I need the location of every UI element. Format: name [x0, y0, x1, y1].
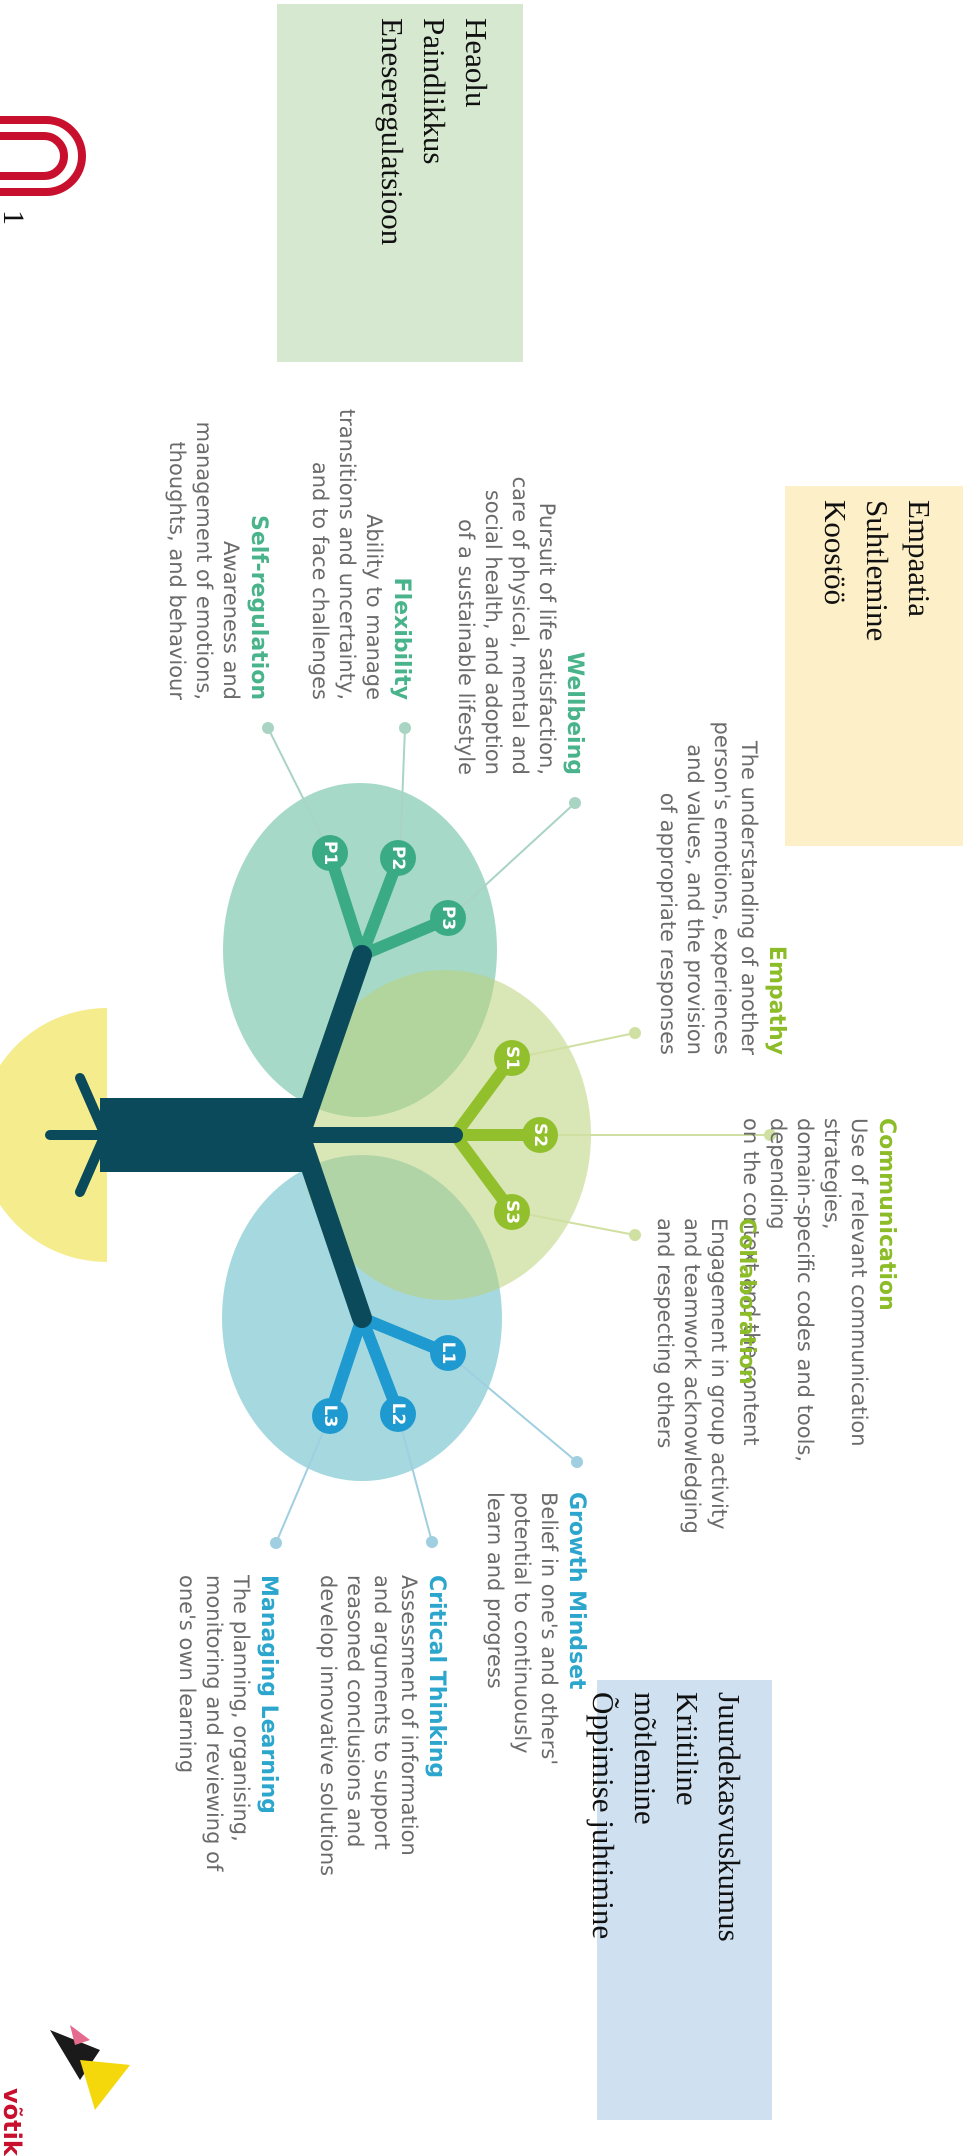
node-l3: L3	[320, 1405, 340, 1428]
social-box	[785, 486, 963, 846]
self-regulation-desc: Awareness and management of emotions, th…	[165, 421, 243, 700]
flexibility-desc: Ability to manage transitions and uncert…	[308, 408, 386, 700]
node-l1: L1	[438, 1342, 458, 1365]
collaboration-desc: Engagement in group activity and teamwor…	[653, 1218, 731, 1534]
connector-dots	[262, 722, 776, 1549]
label-empathy: Empathy The understanding of another per…	[654, 700, 790, 1055]
node-l2: L2	[388, 1403, 408, 1426]
communication-title: Communication	[874, 1118, 899, 1311]
wellbeing-title: Wellbeing	[562, 651, 587, 775]
learning-box	[597, 1680, 772, 2120]
node-p1: P1	[320, 841, 340, 865]
label-managing-learning: Managing Learning The planning, organisi…	[173, 1575, 282, 1910]
wellbeing-desc: Pursuit of life satisfaction, care of ph…	[454, 476, 559, 775]
collaboration-title: Collaboration	[734, 1218, 759, 1385]
managing-learning-title: Managing Learning	[256, 1575, 281, 1814]
bird-logo	[50, 2025, 130, 2110]
node-s3: S3	[502, 1200, 522, 1224]
node-s1: S1	[502, 1046, 522, 1070]
node-p3: P3	[438, 906, 458, 930]
label-collaboration: Collaboration Engagement in group activi…	[651, 1218, 760, 1538]
empathy-desc: The understanding of another person's em…	[656, 721, 761, 1055]
red-horseshoe-logo	[0, 116, 86, 196]
label-communication: Communication Use of relevant communicat…	[737, 1118, 900, 1548]
label-wellbeing: Wellbeing Pursuit of life satisfaction, …	[452, 465, 588, 775]
critical-thinking-title: Critical Thinking	[424, 1575, 449, 1779]
growth-mindset-desc: Belief in one's and others' potential to…	[483, 1492, 561, 1766]
label-flexibility: Flexibility Ability to manage transition…	[306, 395, 415, 700]
node-p2: P2	[388, 846, 408, 870]
label-growth-mindset: Growth Mindset Belief in one's and other…	[481, 1492, 590, 1782]
flexibility-title: Flexibility	[389, 577, 414, 700]
node-circles	[312, 835, 558, 1434]
node-s2: S2	[530, 1123, 550, 1147]
self-regulation-title: Self-regulation	[246, 514, 271, 700]
personal-box	[277, 4, 523, 362]
empathy-title: Empathy	[764, 945, 789, 1055]
growth-mindset-title: Growth Mindset	[564, 1492, 589, 1690]
managing-learning-desc: The planning, organising, monitoring and…	[175, 1575, 253, 1872]
label-self-regulation: Self-regulation Awareness and management…	[163, 392, 272, 700]
critical-thinking-desc: Assessment of information and arguments …	[316, 1575, 421, 1877]
label-critical-thinking: Critical Thinking Assessment of informat…	[314, 1575, 450, 1905]
